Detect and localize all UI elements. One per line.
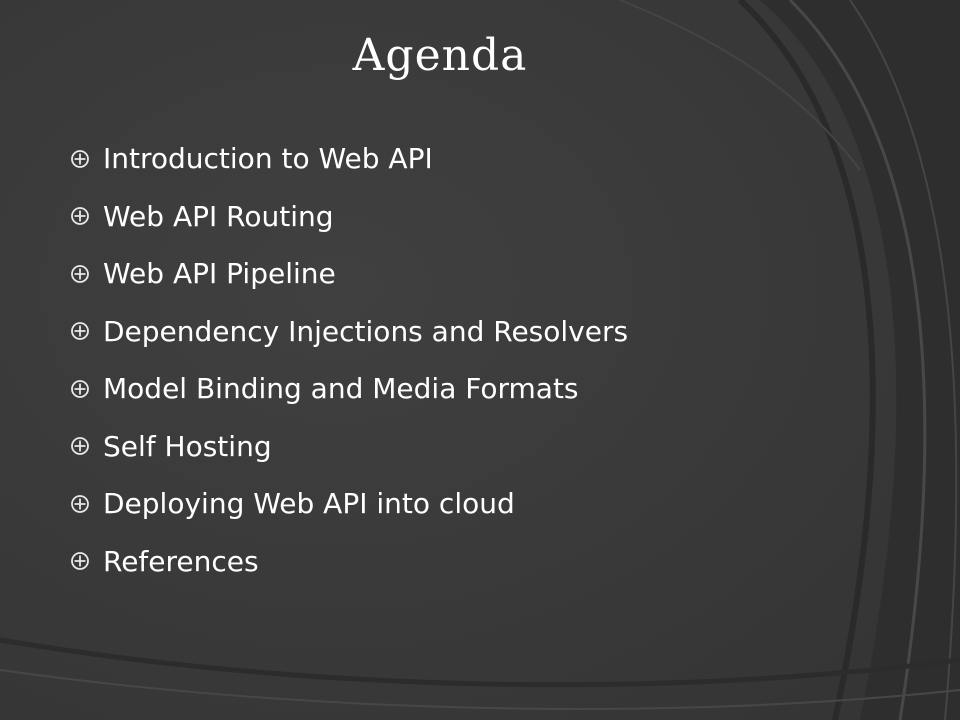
- circled-plus-icon: [71, 264, 89, 283]
- list-item: Web API Routing: [70, 188, 628, 246]
- circled-plus-icon: [71, 437, 89, 456]
- list-item: Model Binding and Media Formats: [70, 360, 628, 418]
- agenda-item-label: Self Hosting: [103, 429, 272, 463]
- agenda-item-label: Web API Routing: [103, 199, 334, 233]
- agenda-list: Introduction to Web API Web API Routing …: [70, 130, 628, 590]
- agenda-item-label: Web API Pipeline: [103, 257, 336, 291]
- agenda-item-label: Deploying Web API into cloud: [103, 487, 515, 521]
- agenda-item-label: References: [103, 544, 259, 578]
- agenda-item-label: Dependency Injections and Resolvers: [103, 314, 629, 348]
- list-item: Self Hosting: [70, 418, 628, 476]
- circled-plus-icon: [71, 494, 89, 513]
- list-item: Dependency Injections and Resolvers: [70, 303, 628, 361]
- circled-plus-icon: [71, 207, 89, 226]
- agenda-item-label: Model Binding and Media Formats: [103, 372, 579, 406]
- list-item: Web API Pipeline: [70, 245, 628, 303]
- circled-plus-icon: [71, 379, 89, 398]
- circled-plus-icon: [71, 322, 89, 341]
- slide-title: Agenda: [352, 30, 528, 81]
- circled-plus-icon: [71, 552, 89, 571]
- list-item: References: [70, 533, 628, 591]
- list-item: Deploying Web API into cloud: [70, 475, 628, 533]
- circled-plus-icon: [71, 149, 89, 168]
- agenda-item-label: Introduction to Web API: [103, 142, 433, 176]
- list-item: Introduction to Web API: [70, 130, 628, 188]
